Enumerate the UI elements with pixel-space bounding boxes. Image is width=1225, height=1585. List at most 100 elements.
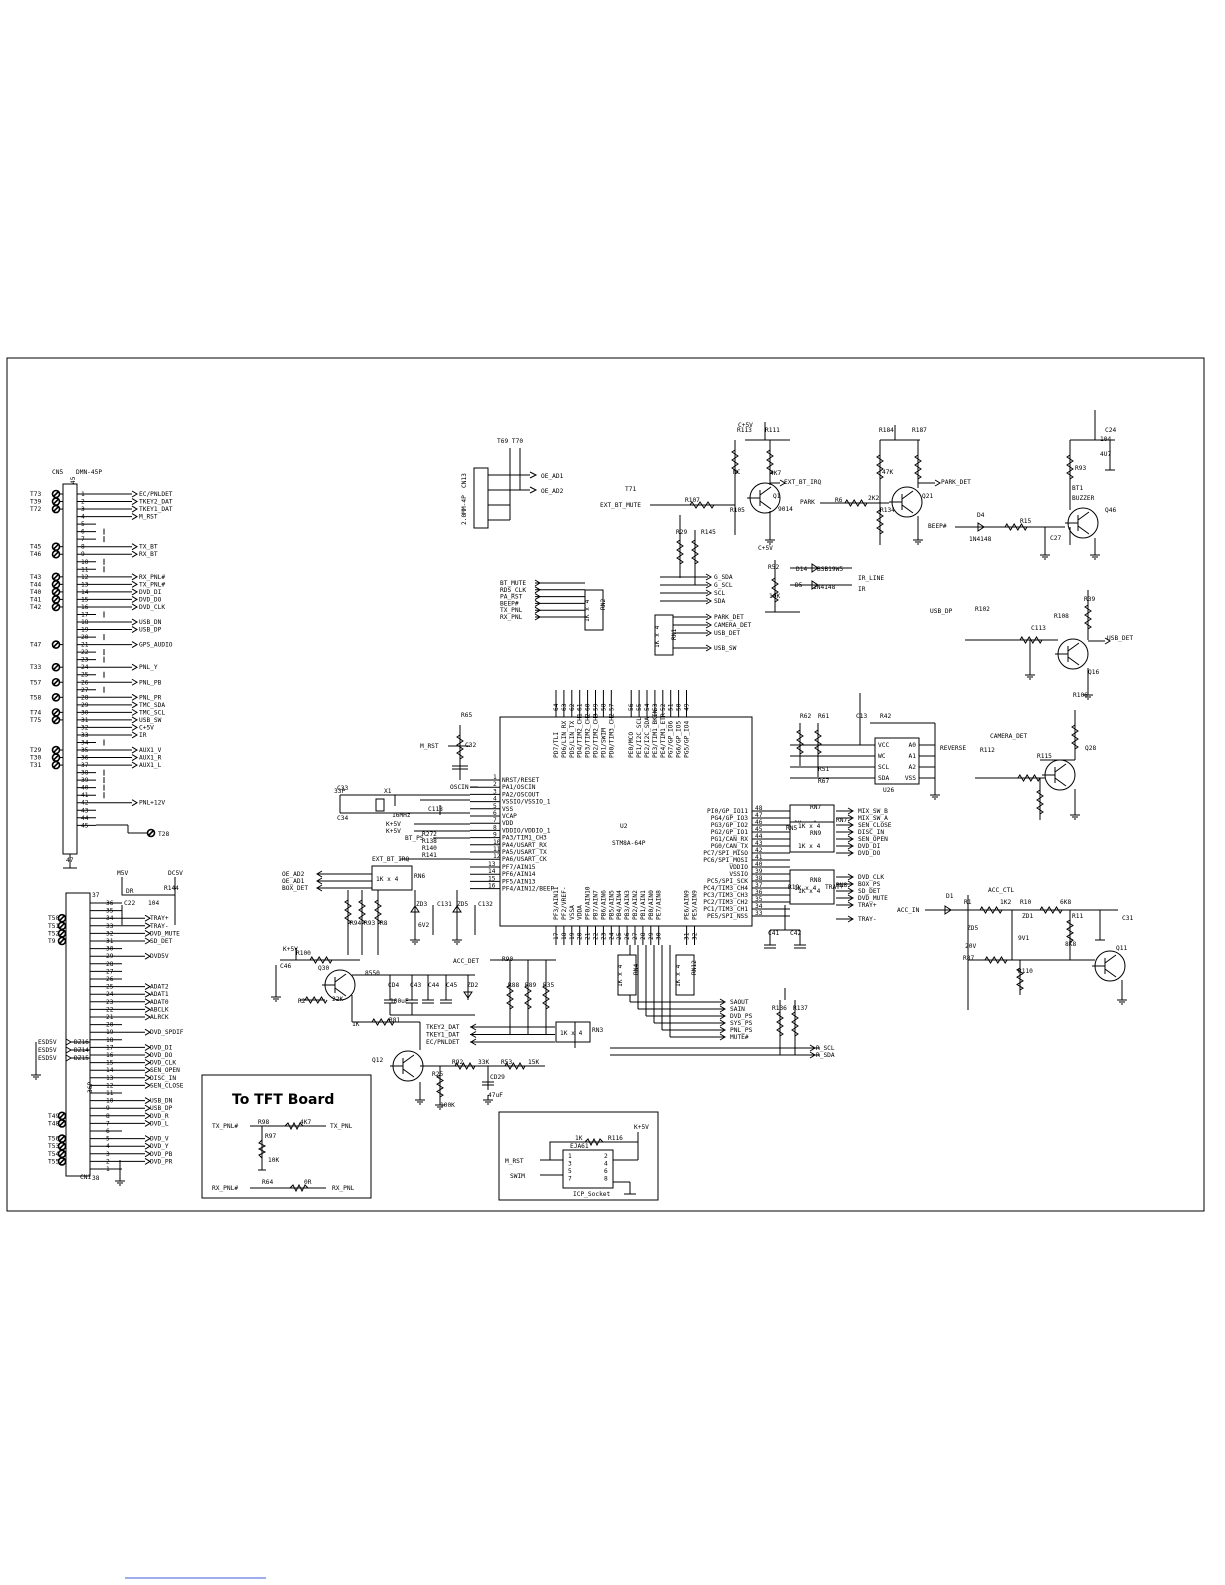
icp-socket-box: EJA61 ICP_Socket R116 1K K+5V M_RST SWIM (498, 1111, 659, 1201)
component-label: R1 (964, 899, 972, 906)
cn5-testpoint-label: T28 (158, 831, 169, 838)
eeprom-pin-right: A2 (909, 764, 917, 771)
icp-r116: R116 (608, 1135, 623, 1142)
cn1-net-label: TRAY- (150, 923, 169, 930)
cn5-testpoint-label: T72 (30, 506, 41, 513)
cn1-testpoint-label: T51 (48, 923, 59, 930)
tft-r97: R97 (265, 1133, 276, 1140)
component-label: Q16 (1088, 669, 1099, 676)
mcu-pin-number: 37 (755, 882, 763, 889)
component-label: R108 (1054, 613, 1069, 620)
mcu-pin-number: 44 (755, 833, 763, 840)
net-label: PNL_PS (730, 1027, 753, 1034)
net-label: BT_MUTE (500, 580, 526, 587)
component-label: R106 (1073, 692, 1088, 699)
mcu-pin-name: PB2/AIN2 (632, 890, 639, 920)
component-label: R94 (350, 920, 361, 927)
cn5-testpoint (51, 760, 61, 770)
component-label: Q12 (372, 1057, 383, 1064)
eeprom-r42: R42 (880, 713, 891, 720)
component-label: R111 (765, 427, 780, 434)
cn1-net-label: SD_DET (150, 938, 173, 945)
mcu-pin-number: 60 (585, 703, 592, 711)
component-label: BUZZER (1072, 495, 1095, 502)
cn1-dr: DR (126, 888, 134, 895)
mcu-pin-number: 1 (493, 774, 497, 781)
resistor-network-value: 1K x 4 (798, 843, 821, 850)
tft-row2-right: RX_PNL (332, 1185, 355, 1192)
resistor-network-ref: RN8 (810, 877, 821, 884)
resistor-network (654, 614, 674, 656)
component-label: R145 (701, 529, 716, 536)
mcu-pin-number: 64 (553, 703, 560, 711)
component-label: R113 (737, 427, 752, 434)
component-label: C34 (337, 815, 348, 822)
component-label: IR_LINE (858, 575, 884, 582)
mcu-pin-name: PE2/I2C_SDA (644, 717, 651, 758)
net-label: BEEP# (500, 600, 519, 607)
icp-pin-right: 2 (604, 1153, 608, 1160)
net-label: ACC_DET (453, 958, 479, 965)
cn5-part: DMN-45P (76, 469, 102, 476)
net-label: DVD_DO (858, 850, 881, 857)
mcu-pin-number: 2 (493, 781, 497, 788)
net-label: G_SCL (714, 582, 733, 589)
component-label: C44 (428, 982, 439, 989)
cn5-test-points: T73T39T72T45T46T43T44T40T41T42T47T33T57T… (30, 489, 169, 838)
mcu-pin-name: PF0/AIN10 (585, 886, 592, 920)
net-label: SEN_OPEN (858, 836, 888, 843)
net-label: DVD_DI (858, 843, 881, 850)
eeprom-pin-left: VCC (878, 742, 889, 749)
cn5-net-label: GPS_AUDIO (139, 642, 173, 649)
net-label: K+5V (386, 821, 401, 828)
icp-r116-val: 1K (575, 1135, 583, 1142)
mcu-pin-name: PB0/AIN0 (648, 890, 655, 920)
cn1-net-label: DVD_PB (150, 1151, 173, 1158)
component-label: 10K (769, 593, 780, 600)
cn1-r144: R144 (164, 885, 179, 892)
mcu-pin-name: PD2/TIM2_CH3 (593, 713, 600, 758)
component-label: C118 (428, 806, 443, 813)
resistor-network-ref: RN9 (810, 830, 821, 837)
mcu-pin-name: PD4/TIM2_CH1 (577, 713, 584, 758)
cn5-net-label: TMC_SDA (139, 702, 165, 709)
eeprom-r51: R51 (818, 766, 829, 773)
component-label: ZD1 (1022, 913, 1033, 920)
mcu-pin-name: PE7/AIN8 (656, 890, 663, 920)
component-label: 22K (332, 996, 343, 1003)
cn13-testpoints: T69 T70 (497, 438, 523, 445)
cn5-net-label: IR (139, 732, 147, 739)
net-label: CAMERA_DET (714, 622, 752, 629)
component-label: R39 (1084, 596, 1095, 603)
component-label: 33K (478, 1059, 489, 1066)
mcu-pin-number: 14 (488, 868, 496, 875)
mcu-pin-name: PB3/AIN3 (624, 890, 631, 920)
cn5-testpoint-label: T75 (30, 717, 41, 724)
resistor-network-ref: RN1 (671, 629, 678, 640)
mcu-pin-name: PC7/SPI_MISO (703, 850, 748, 857)
cn13-part: 2.0MM-4P (461, 495, 468, 525)
cn1-dc5v: DC5V (168, 870, 183, 877)
component-label: BSB19W5 (817, 566, 843, 573)
cn5-testpoint-label: T31 (30, 762, 41, 769)
mcu-pin-number: 5 (493, 803, 497, 810)
resistor-network-value: 1K x 4 (798, 888, 821, 895)
cn5-testpoint-label: T42 (30, 604, 41, 611)
component-label: T71 (625, 486, 636, 493)
net-label: OE_AD1 (282, 878, 305, 885)
net-label: TKEY1_DAT (426, 1032, 460, 1039)
component-label: 47K (882, 469, 893, 476)
cn1-m5v: M5V (117, 870, 128, 877)
net-label: DVD_MUTE (858, 895, 888, 902)
component-label: 1N4148 (969, 536, 992, 543)
component-label: R19 (788, 884, 799, 891)
component-label: ACC_CTL (988, 887, 1014, 894)
cn5-net-label: EC/PNLDET (139, 491, 173, 498)
cn1-c22: C22 (124, 900, 135, 907)
mcu-pin-name: VDDIO/VDDIO_1 (502, 827, 551, 834)
icp-pin-right: 8 (604, 1176, 608, 1183)
icp-pin-right: 6 (604, 1168, 608, 1175)
cn5-testpoint-label: T41 (30, 596, 41, 603)
